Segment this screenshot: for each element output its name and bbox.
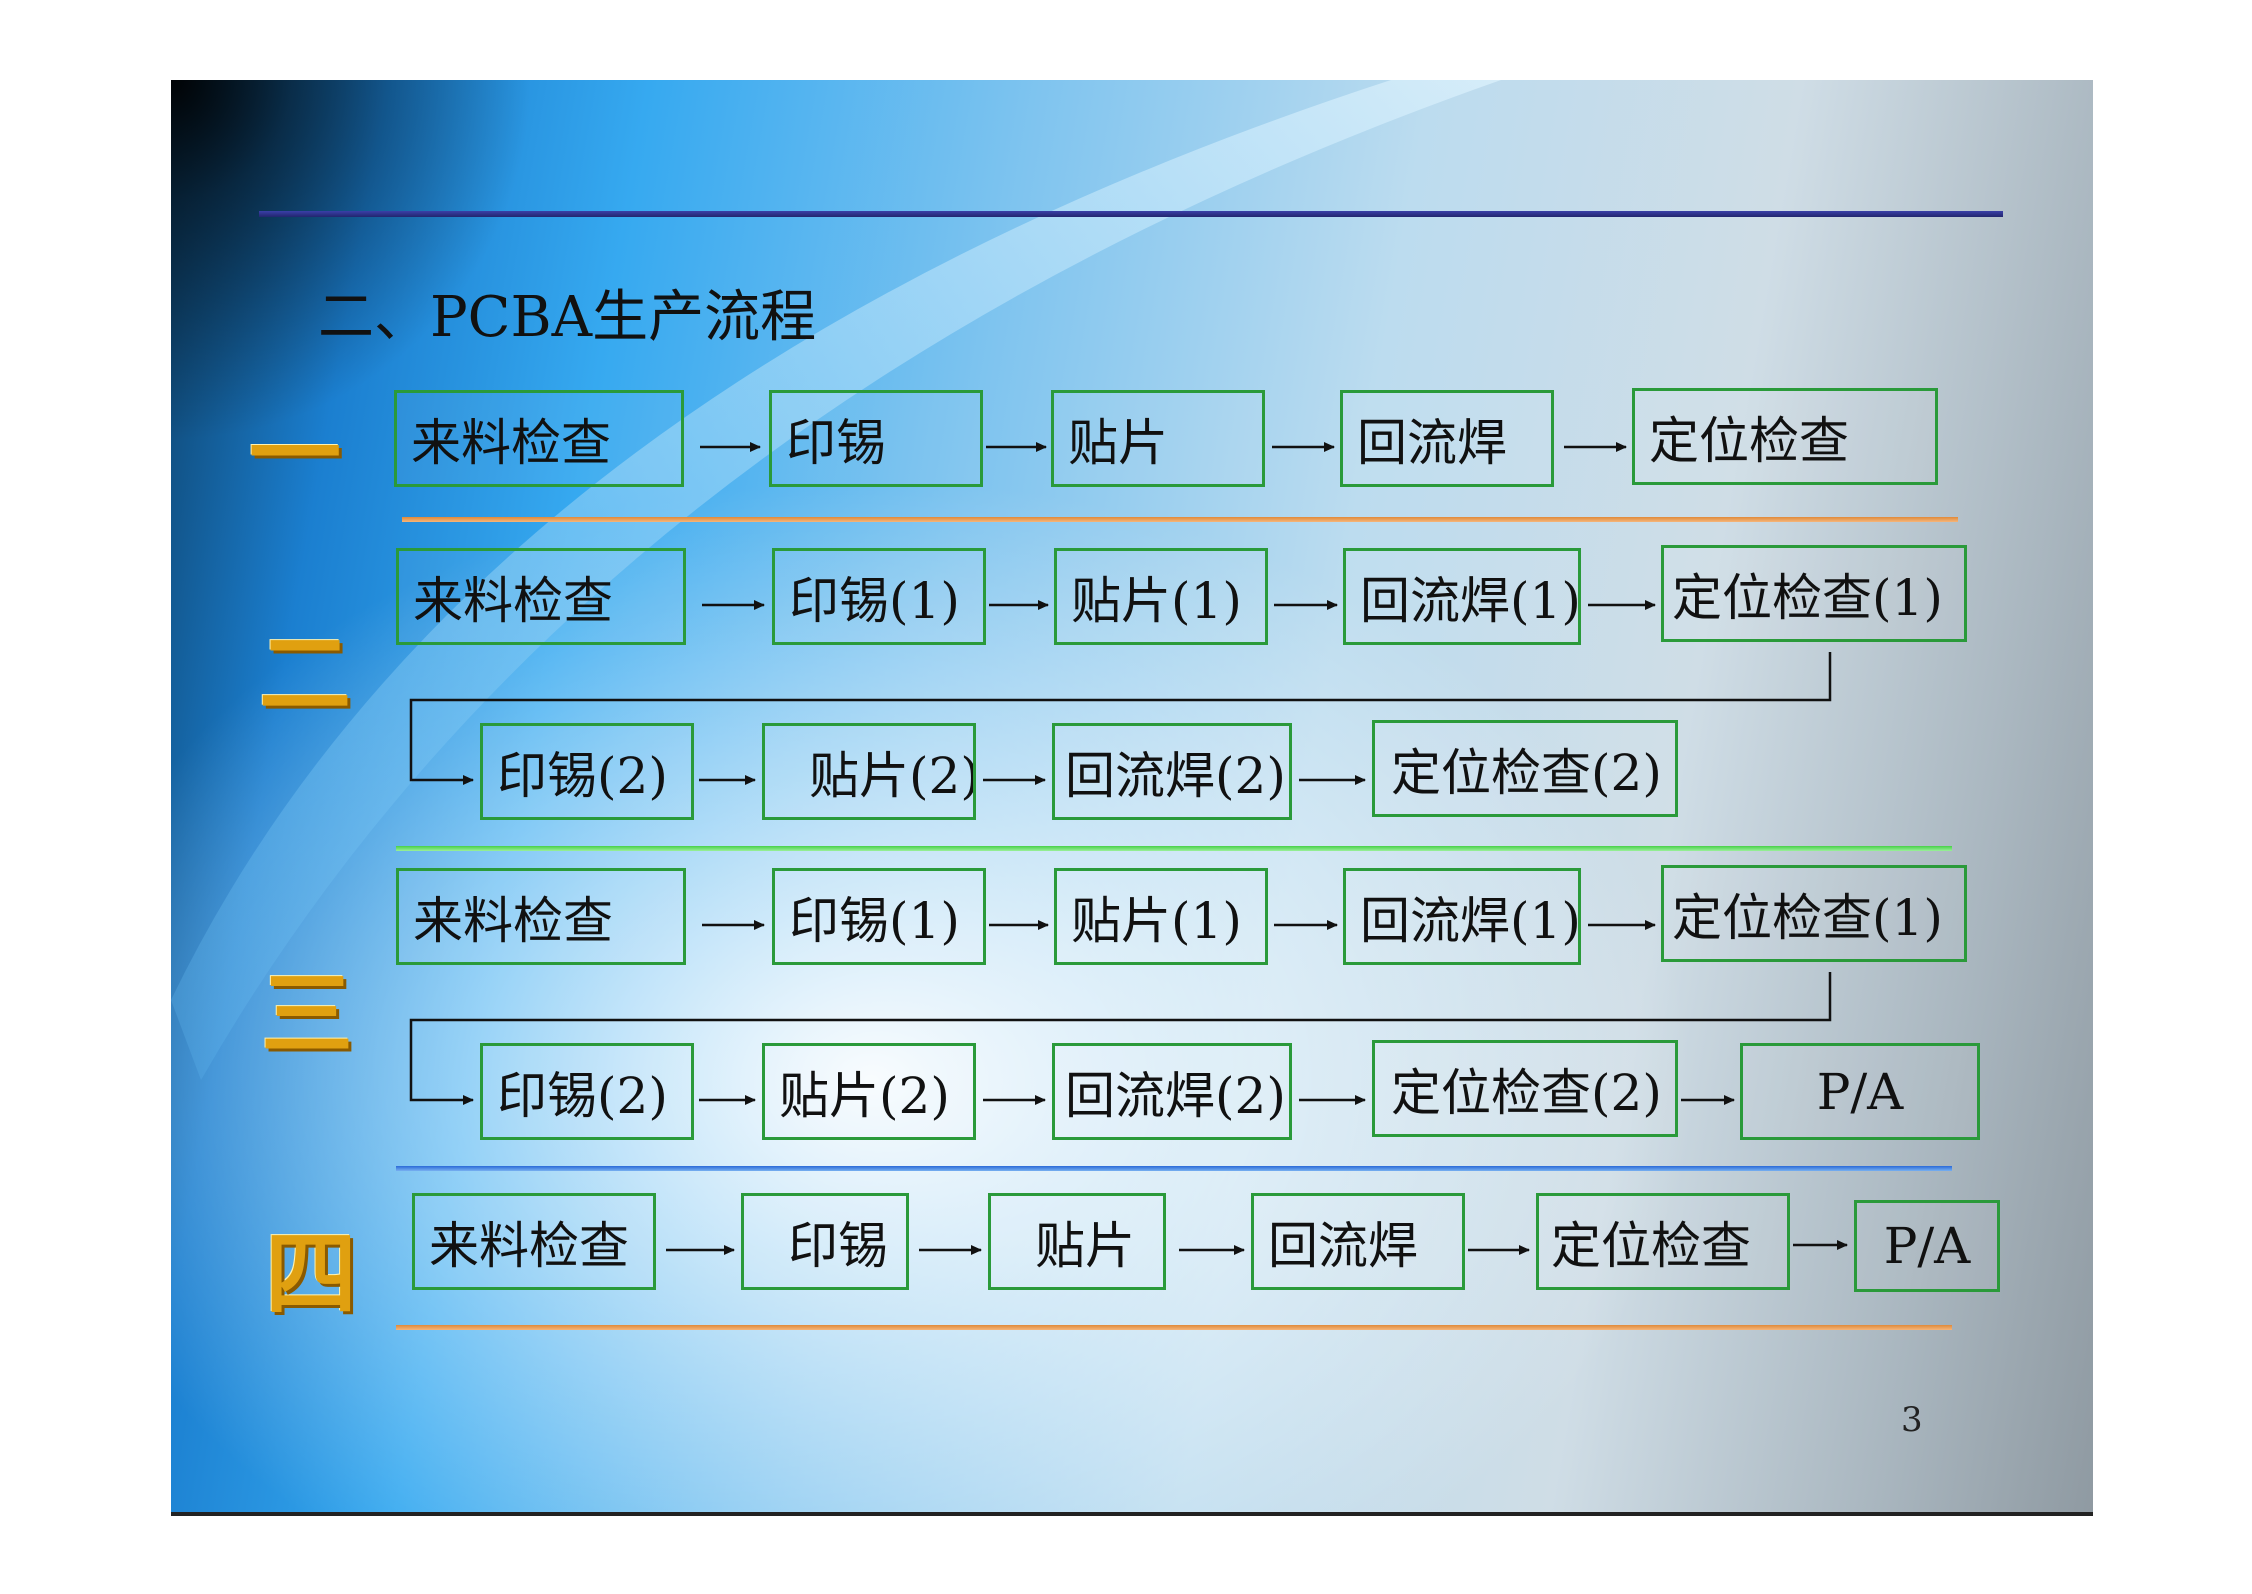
step-box: 定位检查: [1632, 388, 1938, 485]
section-marker-4: 四: [265, 1221, 358, 1328]
section-marker-1: 一: [249, 401, 342, 508]
step-box: 贴片: [1051, 390, 1265, 487]
page-number: 3: [1901, 1400, 1923, 1440]
step-box: 印锡(2): [480, 723, 694, 820]
section-separator: [396, 1166, 1952, 1171]
step-box: 回流焊(1): [1343, 868, 1581, 965]
step-box: 回流焊(2): [1052, 1043, 1292, 1140]
step-box: 印锡(2): [480, 1043, 694, 1140]
slide-title: 二、PCBA生产流程: [318, 285, 817, 350]
step-box: 定位检查(2): [1372, 720, 1678, 817]
step-box: 定位检查: [1536, 1193, 1790, 1290]
step-box: 来料检查: [396, 868, 686, 965]
step-box: 贴片(1): [1054, 868, 1268, 965]
section-marker-2: 二: [259, 621, 352, 728]
step-box: 定位检查(1): [1661, 545, 1967, 642]
slide: 二、PCBA生产流程 一 二 三 四 来料检查 印锡 贴片 回流焊 定位检查 来…: [171, 80, 2093, 1515]
step-box: 来料检查: [394, 390, 684, 487]
step-box: 贴片(2): [762, 1043, 976, 1140]
step-box: 回流焊(2): [1052, 723, 1292, 820]
slide-edge: [171, 1512, 2093, 1516]
step-box: P/A: [1854, 1200, 2000, 1292]
section-separator: [396, 1325, 1952, 1330]
step-box: 来料检查: [396, 548, 686, 645]
step-box: 回流焊(1): [1343, 548, 1581, 645]
step-box: 印锡: [769, 390, 983, 487]
step-box: 回流焊: [1251, 1193, 1465, 1290]
step-box: 印锡(1): [772, 548, 986, 645]
step-box: 印锡: [741, 1193, 909, 1290]
step-box: 贴片: [988, 1193, 1166, 1290]
section-marker-3: 三: [261, 961, 354, 1068]
section-separator: [402, 517, 1958, 522]
step-box: 来料检查: [412, 1193, 656, 1290]
step-box: 贴片(1): [1054, 548, 1268, 645]
section-separator: [396, 846, 1952, 851]
step-box: 定位检查(1): [1661, 865, 1967, 962]
step-box: 回流焊: [1340, 390, 1554, 487]
title-rule: [259, 211, 2003, 217]
step-box: P/A: [1740, 1043, 1980, 1140]
step-box: 印锡(1): [772, 868, 986, 965]
step-box: 贴片(2): [762, 723, 976, 820]
step-box: 定位检查(2): [1372, 1040, 1678, 1137]
